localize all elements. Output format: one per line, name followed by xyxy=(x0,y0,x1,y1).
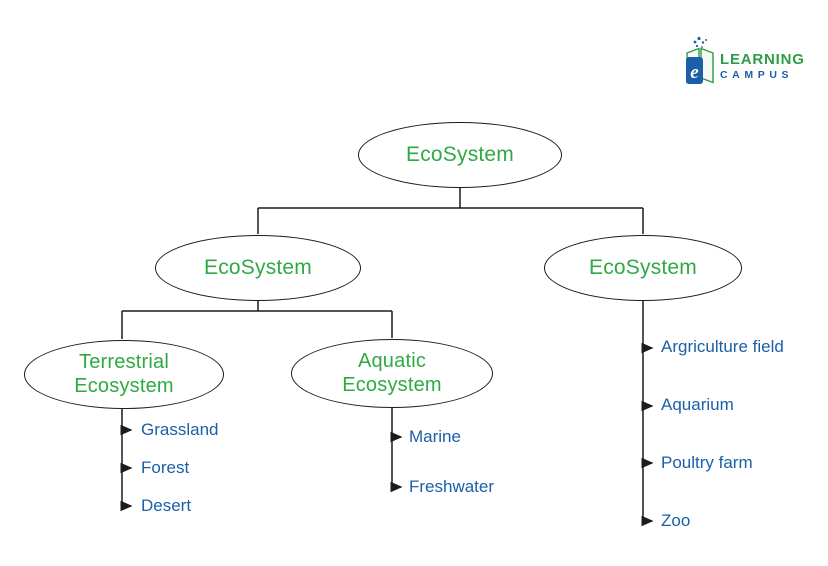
leaf-grassland: Grassland xyxy=(141,420,219,439)
leaf-forest: Forest xyxy=(141,458,190,477)
node-right-ecosystem: EcoSystem xyxy=(544,235,742,301)
leaf-poultry-farm: Poultry farm xyxy=(661,453,753,472)
brand-learning-text: LEARNING xyxy=(720,51,805,69)
node-aquatic-ecosystem: Aquatic Ecosystem xyxy=(291,339,493,408)
leaf-desert: Desert xyxy=(141,496,192,515)
node-root-ecosystem: EcoSystem xyxy=(358,122,562,188)
leaf-agriculture-field: Argriculture field xyxy=(661,337,784,356)
elearning-book-icon: e xyxy=(686,36,714,84)
leaf-aquarium: Aquarium xyxy=(661,395,734,414)
node-label: EcoSystem xyxy=(406,142,514,166)
node-left-ecosystem: EcoSystem xyxy=(155,235,361,301)
node-label: Aquatic Ecosystem xyxy=(342,349,442,396)
leaf-marine: Marine xyxy=(409,427,461,446)
svg-text:e: e xyxy=(690,62,699,83)
node-label: EcoSystem xyxy=(204,255,312,279)
leaf-zoo: Zoo xyxy=(661,511,691,530)
node-label: Terrestrial Ecosystem xyxy=(74,350,174,397)
brand-campus-text: CAMPUS xyxy=(720,68,794,81)
brand-words: LEARNING CAMPUS xyxy=(720,52,805,86)
node-terrestrial-ecosystem: Terrestrial Ecosystem xyxy=(24,340,224,409)
brand-logo: e LEARNING CAMPUS xyxy=(684,36,805,86)
leaf-freshwater: Freshwater xyxy=(409,477,495,496)
node-label: EcoSystem xyxy=(589,255,697,279)
